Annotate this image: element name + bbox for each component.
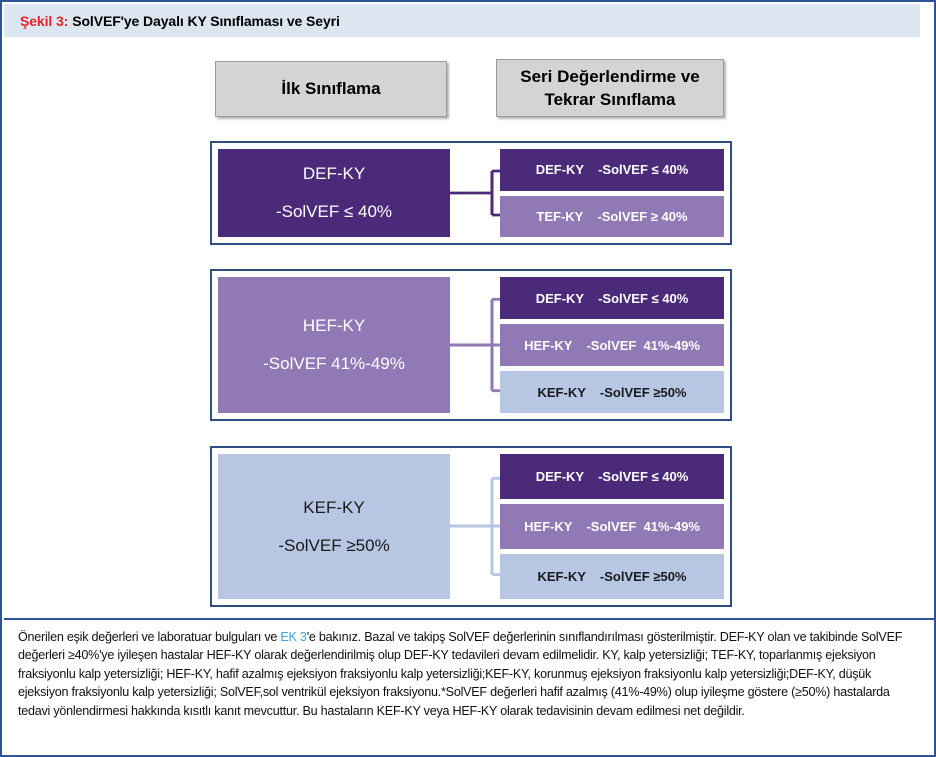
outcome-name: KEF-KY — [537, 569, 586, 584]
footnote-link-ek3[interactable]: EK 3 — [280, 630, 307, 644]
initial-class-box-def-ky: DEF-KY -SolVEF ≤ 40% — [218, 149, 450, 237]
figure-header: Şekil 3: SolVEF'ye Dayalı KY Sınıflaması… — [4, 4, 920, 37]
outcome-name: DEF-KY — [535, 162, 585, 178]
column-heading-serial-evaluation: Seri Değerlendirme ve Tekrar Sınıflama — [496, 59, 724, 117]
initial-class-value-def-ky: -SolVEF ≤ 40% — [275, 202, 393, 221]
outcome-value: -SolVEF ≤ 40% — [598, 290, 689, 306]
figure-footnote: Önerilen eşik değerleri ve laboratuar bu… — [4, 618, 934, 755]
outcome-name: KEF-KY — [537, 384, 586, 400]
outcome-value: -SolVEF ≤ 40% — [598, 469, 689, 484]
outcome-stack-hef-ky: DEF-KY -SolVEF ≤ 40% HEF-KY -SolVEF 41%-… — [500, 277, 724, 413]
classification-row-hef-ky: HEF-KY -SolVEF 41%-49% — [210, 269, 732, 421]
initial-class-box-kef-ky: KEF-KY -SolVEF ≥50% — [218, 454, 450, 599]
outcome-box: HEF-KY -SolVEF 41%-49% — [500, 324, 724, 366]
initial-class-value-kef-ky: -SolVEF ≥50% — [278, 535, 390, 555]
outcome-box: KEF-KY -SolVEF ≥50% — [500, 371, 724, 413]
outcome-box: DEF-KY -SolVEF ≤ 40% — [500, 454, 724, 499]
column-heading-serial-line1: Seri Değerlendirme ve — [520, 67, 700, 86]
outcome-value: -SolVEF ≥50% — [599, 384, 687, 400]
diagram-body: İlk Sınıflama Seri Değerlendirme ve Tekr… — [4, 37, 934, 615]
initial-class-name-def-ky: DEF-KY — [302, 164, 366, 183]
outcome-box: HEF-KY -SolVEF 41%-49% — [500, 504, 724, 549]
classification-row-def-ky: DEF-KY -SolVEF ≤ 40% DEF-KY — [210, 141, 732, 245]
initial-class-name-hef-ky: HEF-KY — [302, 316, 366, 335]
outcome-stack-def-ky: DEF-KY -SolVEF ≤ 40% TEF-KY -SolVEF ≥ 40… — [500, 149, 724, 237]
initial-class-name-kef-ky: KEF-KY — [303, 497, 365, 517]
column-heading-initial-classification: İlk Sınıflama — [215, 61, 447, 117]
outcome-box: DEF-KY -SolVEF ≤ 40% — [500, 149, 724, 191]
outcome-name: DEF-KY — [535, 290, 585, 306]
footnote-part-2: 'e bakınız. Bazal ve takipş SolVEF değer… — [18, 630, 903, 718]
outcome-name: HEF-KY — [524, 337, 573, 353]
outcome-box: KEF-KY -SolVEF ≥50% — [500, 554, 724, 599]
footnote-text: Önerilen eşik değerleri ve laboratuar bu… — [18, 628, 920, 720]
footnote-part-1: Önerilen eşik değerleri ve laboratuar bu… — [18, 630, 281, 644]
initial-class-value-hef-ky: -SolVEF 41%-49% — [263, 354, 405, 373]
outcome-value: -SolVEF ≤ 40% — [598, 162, 689, 178]
outcome-box: DEF-KY -SolVEF ≤ 40% — [500, 277, 724, 319]
initial-class-box-hef-ky: HEF-KY -SolVEF 41%-49% — [218, 277, 450, 413]
figure-number-label: Şekil 3: — [20, 12, 69, 29]
outcome-name: TEF-KY — [536, 208, 584, 224]
outcome-stack-kef-ky: DEF-KY -SolVEF ≤ 40% HEF-KY -SolVEF 41%-… — [500, 454, 724, 599]
outcome-name: HEF-KY — [524, 519, 573, 534]
figure-title: SolVEF'ye Dayalı KY Sınıflaması ve Seyri — [72, 12, 340, 29]
outcome-box: TEF-KY -SolVEF ≥ 40% — [500, 195, 724, 237]
column-heading-initial-label: İlk Sınıflama — [281, 79, 381, 98]
column-heading-serial-label: Seri Değerlendirme ve Tekrar Sınıflama — [520, 65, 700, 111]
outcome-name: DEF-KY — [535, 469, 585, 484]
outcome-value: -SolVEF ≥ 40% — [597, 208, 688, 224]
outcome-value: -SolVEF 41%-49% — [586, 337, 700, 353]
outcome-value: -SolVEF ≥50% — [599, 569, 687, 584]
column-heading-serial-line2: Tekrar Sınıflama — [544, 90, 676, 109]
classification-row-kef-ky: KEF-KY -SolVEF ≥50% DE — [210, 446, 732, 607]
outcome-value: -SolVEF 41%-49% — [586, 519, 700, 534]
